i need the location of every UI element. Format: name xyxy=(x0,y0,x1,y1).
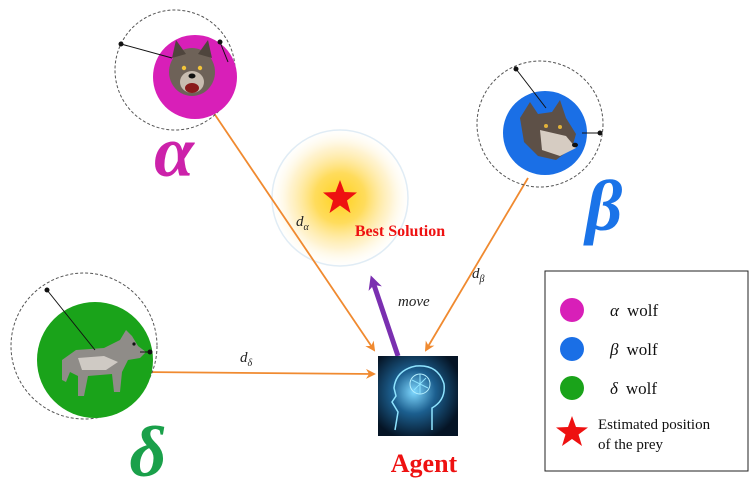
legend-delta-circle-icon xyxy=(560,376,584,400)
beta-wolf: β xyxy=(476,60,623,246)
beta-symbol-label: β xyxy=(583,166,623,246)
beta-radius-line-1 xyxy=(515,68,547,109)
legend-item-prey: Estimated position of the prey xyxy=(556,416,711,453)
alpha-to-agent-arrow xyxy=(204,99,376,352)
alpha-distance-label: dα xyxy=(296,214,310,233)
delta-wolf-icon xyxy=(62,330,146,396)
alpha-radius-line-2 xyxy=(219,41,229,63)
beta-wolf-icon xyxy=(520,100,578,160)
alpha-symbol-label: α xyxy=(154,112,195,192)
alpha-radius-line-1 xyxy=(120,43,173,59)
legend-star-icon xyxy=(556,416,588,446)
agent: Agent xyxy=(378,356,458,478)
alpha-wolf: α xyxy=(114,9,237,192)
beta-distance-label: dβ xyxy=(472,266,485,285)
agent-head-icon xyxy=(391,365,445,431)
move-label: move xyxy=(398,294,430,310)
move-arrow xyxy=(368,275,401,357)
delta-symbol-label: δ xyxy=(130,412,167,488)
legend-beta-circle-icon xyxy=(560,337,584,361)
legend-alpha-circle-icon xyxy=(560,298,584,322)
agent-label: Agent xyxy=(391,449,458,478)
best-solution-label: Best Solution xyxy=(355,223,445,240)
agent-image xyxy=(378,356,458,436)
alpha-wolf-icon xyxy=(169,40,215,96)
legend-prey-line1: Estimated position xyxy=(598,417,711,433)
beta-to-agent-arrow xyxy=(424,177,529,352)
delta-to-agent-arrow xyxy=(139,368,376,379)
delta-radius-line-1 xyxy=(46,289,96,351)
legend-prey-line2: of the prey xyxy=(598,437,663,453)
beta-search-radius xyxy=(476,60,604,188)
delta-search-radius xyxy=(10,272,158,420)
best-solution: Best Solution xyxy=(268,126,445,270)
distance-arrows xyxy=(139,99,529,379)
best-solution-star-icon xyxy=(323,180,357,213)
delta-wolf: δ xyxy=(10,272,167,488)
delta-distance-label: dδ xyxy=(240,350,253,369)
